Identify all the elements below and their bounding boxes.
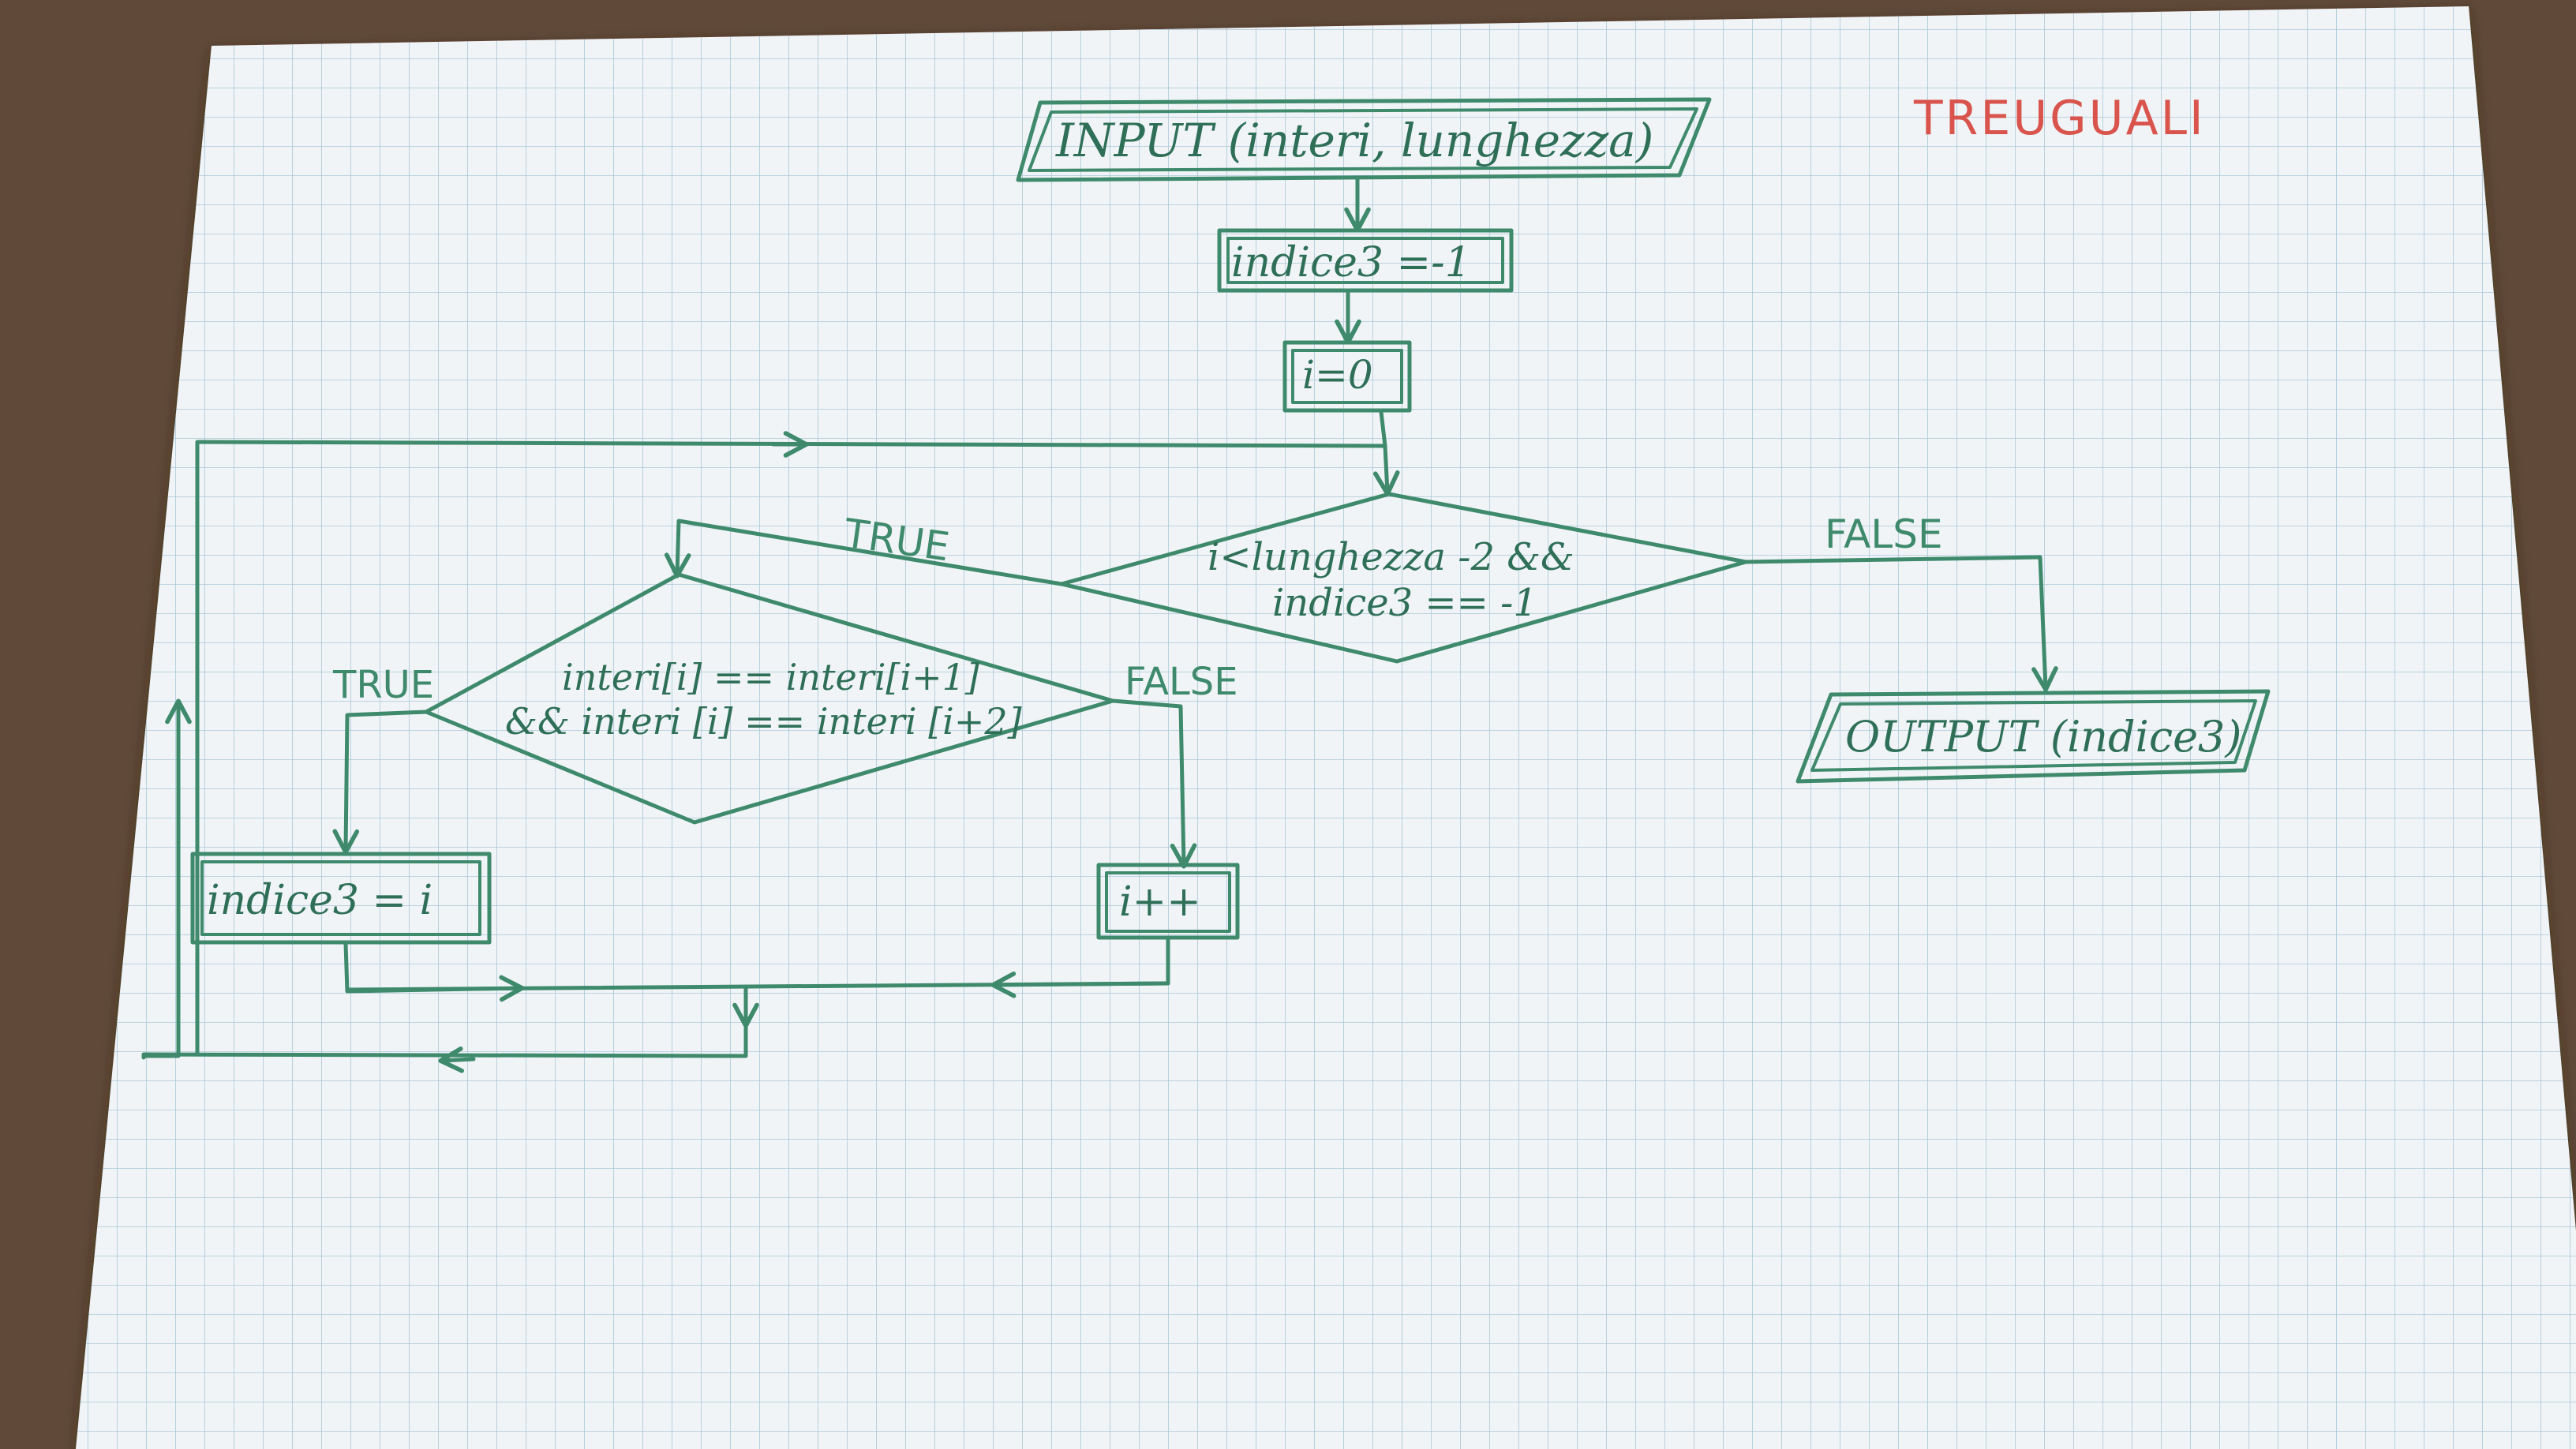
loop-condition-line2: indice3 == -1 (1272, 581, 1537, 625)
edge-init-i-down (1379, 410, 1387, 448)
init-i-label: i=0 (1302, 352, 1373, 398)
paper-sheen (76, 6, 2576, 1449)
edge-loop-false (1743, 555, 2058, 692)
check-condition-line2: && interi [i] == interi [i+2] (505, 700, 1022, 743)
edge-label-loop-false: FALSE (1825, 511, 1943, 557)
output-node: OUTPUT (indice3) (1795, 689, 2271, 784)
check-condition-node: interi[i] == interi[i+1] && interi [i] =… (424, 572, 1115, 825)
edge-label-check-false: FALSE (1125, 660, 1238, 704)
assign-node-label: indice3 = i (207, 877, 432, 924)
output-node-label: OUTPUT (indice3) (1845, 712, 2241, 762)
grid-lines (76, 6, 2576, 1449)
init-index-label: indice3 =-1 (1231, 239, 1471, 286)
input-node-label: INPUT (interi, lunghezza) (1055, 114, 1653, 167)
edge-loop-back-top (195, 440, 1387, 1056)
assign-node: indice3 = i (190, 852, 492, 945)
check-condition-line1: interi[i] == interi[i+1] (562, 656, 979, 698)
edge-return-left-up (141, 708, 181, 1058)
loop-condition-line1: i<lunghezza -2 && (1208, 535, 1574, 579)
increment-node-label: i++ (1119, 878, 1201, 926)
init-index-node: indice3 =-1 (1217, 228, 1514, 293)
edge-into-loop-condition (1372, 444, 1400, 496)
edge-check-false (1110, 698, 1197, 869)
init-i-node: i=0 (1282, 340, 1412, 413)
edge-label-check-true: TRUE (332, 663, 434, 707)
loop-condition-node: i<lunghezza -2 && indice3 == -1 (1059, 492, 1748, 664)
edge-return-arrowhead (438, 1046, 476, 1073)
edge-loop-true (664, 519, 1064, 586)
input-node: INPUT (interi, lunghezza) (1016, 97, 1712, 182)
edge-check-true (332, 710, 429, 855)
diagram-title: TREUGUALI (1913, 91, 2206, 146)
edge-merge-horizontal (345, 981, 1170, 992)
